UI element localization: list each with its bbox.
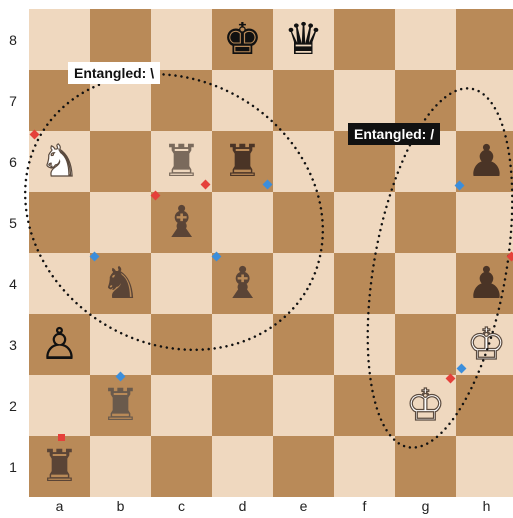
square-g8[interactable] <box>395 9 456 70</box>
file-label: a <box>29 498 90 514</box>
square-e8[interactable]: ♛ <box>273 9 334 70</box>
square-b1[interactable] <box>90 436 151 497</box>
square-c1[interactable] <box>151 436 212 497</box>
rank-label: 7 <box>8 93 18 109</box>
file-label: h <box>456 498 513 514</box>
rank-label: 8 <box>8 32 18 48</box>
file-label: e <box>273 498 334 514</box>
square-a2[interactable] <box>29 375 90 436</box>
pawn-icon[interactable]: ♙ <box>29 314 90 375</box>
square-b6[interactable] <box>90 131 151 192</box>
bishop-icon[interactable]: ♝ <box>212 253 273 314</box>
square-e5[interactable] <box>273 192 334 253</box>
rank-label: 3 <box>8 337 18 353</box>
square-b8[interactable] <box>90 9 151 70</box>
square-e7[interactable] <box>273 70 334 131</box>
square-c3[interactable] <box>151 314 212 375</box>
square-f8[interactable] <box>334 9 395 70</box>
square-e4[interactable] <box>273 253 334 314</box>
square-g7[interactable] <box>395 70 456 131</box>
square-a5[interactable] <box>29 192 90 253</box>
bishop-icon[interactable]: ♝ <box>151 192 212 253</box>
rank-label: 5 <box>8 215 18 231</box>
square-b2[interactable]: ♜ <box>90 375 151 436</box>
square-a8[interactable] <box>29 9 90 70</box>
square-d8[interactable]: ♚ <box>212 9 273 70</box>
square-c2[interactable] <box>151 375 212 436</box>
square-d5[interactable] <box>212 192 273 253</box>
black-pawn-icon[interactable]: ♟ <box>456 253 513 314</box>
square-b5[interactable] <box>90 192 151 253</box>
square-g2[interactable]: ♔ <box>395 375 456 436</box>
square-e1[interactable] <box>273 436 334 497</box>
square-b3[interactable] <box>90 314 151 375</box>
square-f3[interactable] <box>334 314 395 375</box>
square-h2[interactable] <box>456 375 513 436</box>
square-d1[interactable] <box>212 436 273 497</box>
rank-label: 1 <box>8 459 18 475</box>
black-queen-icon[interactable]: ♛ <box>273 9 334 70</box>
square-d3[interactable] <box>212 314 273 375</box>
file-label: b <box>90 498 151 514</box>
square-g3[interactable] <box>395 314 456 375</box>
black-king-icon[interactable]: ♚ <box>212 9 273 70</box>
rook-icon[interactable]: ♜ <box>90 375 151 436</box>
file-label: g <box>395 498 456 514</box>
square-c4[interactable] <box>151 253 212 314</box>
square-g5[interactable] <box>395 192 456 253</box>
square-d4[interactable]: ♝ <box>212 253 273 314</box>
square-h4[interactable]: ♟ <box>456 253 513 314</box>
rank-label: 6 <box>8 154 18 170</box>
file-label: f <box>334 498 395 514</box>
rank-label: 2 <box>8 398 18 414</box>
white-knight-icon[interactable]: ♞ <box>29 131 90 192</box>
square-g4[interactable] <box>395 253 456 314</box>
square-h6[interactable]: ♟ <box>456 131 513 192</box>
square-d2[interactable] <box>212 375 273 436</box>
square-e6[interactable] <box>273 131 334 192</box>
knight-icon[interactable]: ♞ <box>90 253 151 314</box>
square-h7[interactable] <box>456 70 513 131</box>
square-e2[interactable] <box>273 375 334 436</box>
square-c7[interactable] <box>151 70 212 131</box>
square-c8[interactable] <box>151 9 212 70</box>
square-f2[interactable] <box>334 375 395 436</box>
black-pawn-icon[interactable]: ♟ <box>456 131 513 192</box>
square-d7[interactable] <box>212 70 273 131</box>
square-f1[interactable] <box>334 436 395 497</box>
square-c5[interactable]: ♝ <box>151 192 212 253</box>
file-label: d <box>212 498 273 514</box>
rank-label: 4 <box>8 276 18 292</box>
square-a4[interactable] <box>29 253 90 314</box>
entanglement-label-right: Entangled: / <box>348 123 440 145</box>
square-a6[interactable]: ♞ <box>29 131 90 192</box>
square-f5[interactable] <box>334 192 395 253</box>
entanglement-label-left: Entangled: \ <box>68 62 160 84</box>
square-h8[interactable] <box>456 9 513 70</box>
file-label: c <box>151 498 212 514</box>
square-a3[interactable]: ♙ <box>29 314 90 375</box>
square-a1[interactable]: ♜ <box>29 436 90 497</box>
square-b4[interactable]: ♞ <box>90 253 151 314</box>
white-king-icon[interactable]: ♔ <box>395 375 456 436</box>
square-f7[interactable] <box>334 70 395 131</box>
square-f4[interactable] <box>334 253 395 314</box>
rook-icon[interactable]: ♜ <box>29 436 90 497</box>
entanglement-marker-red <box>58 434 65 441</box>
square-h1[interactable] <box>456 436 513 497</box>
square-g1[interactable] <box>395 436 456 497</box>
square-h5[interactable] <box>456 192 513 253</box>
square-e3[interactable] <box>273 314 334 375</box>
